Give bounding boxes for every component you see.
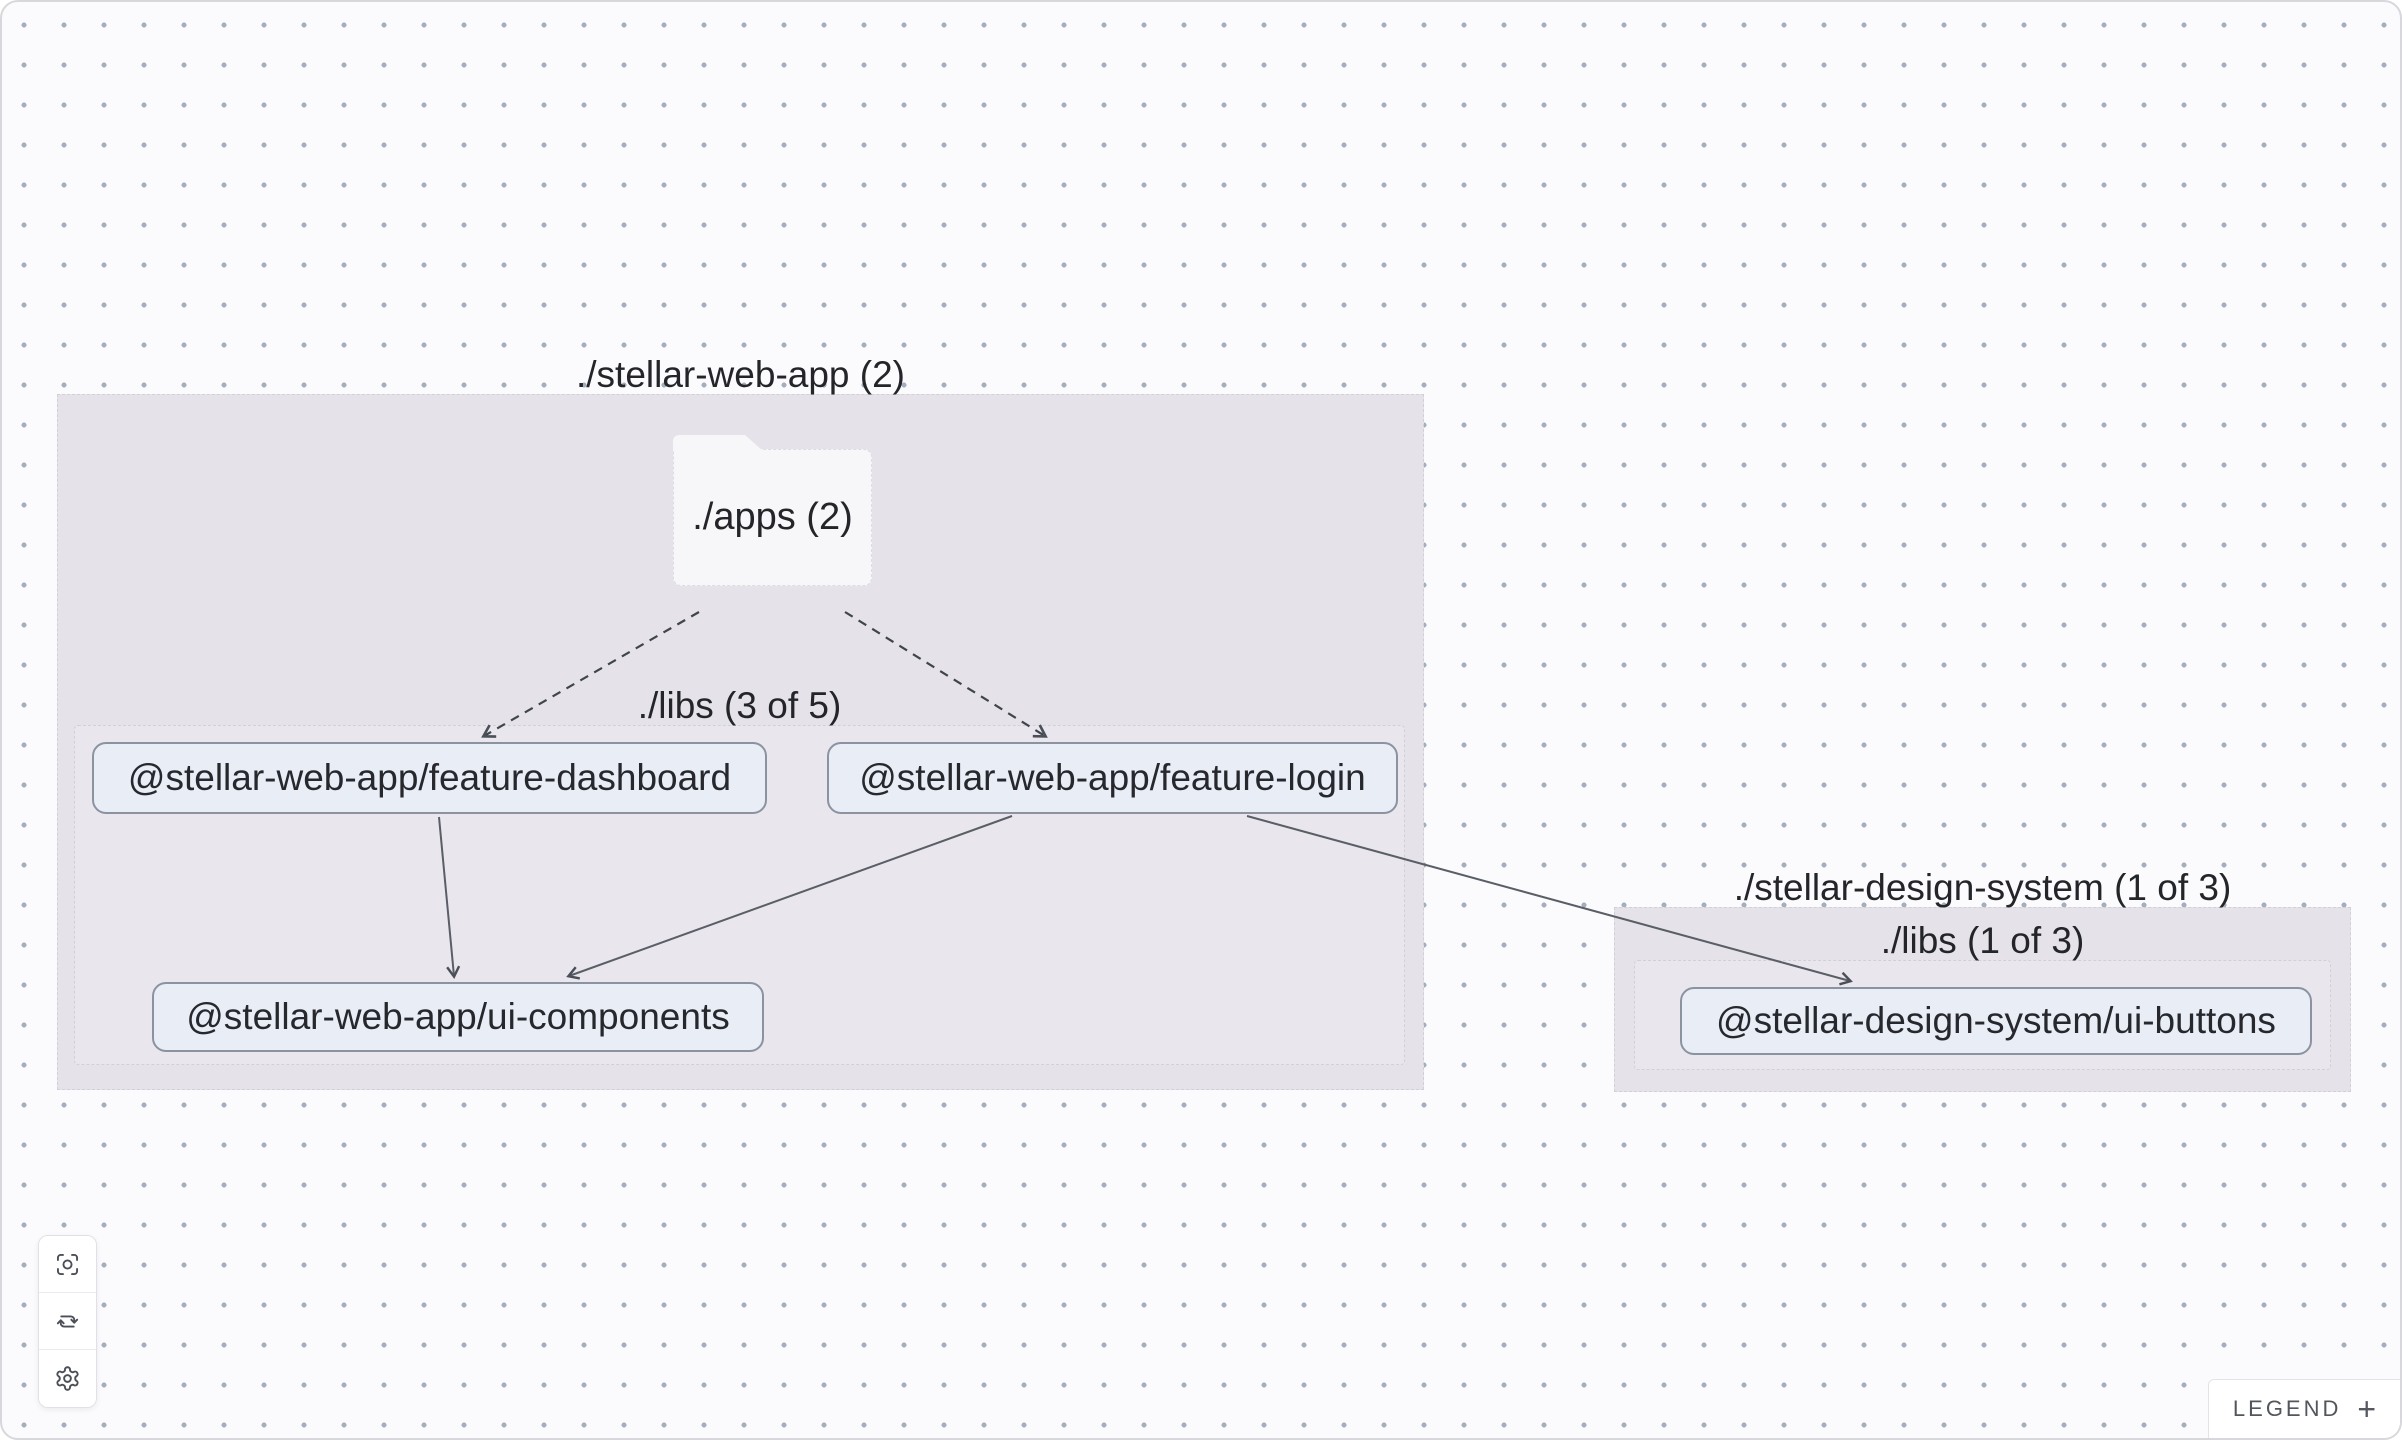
settings-button[interactable] <box>39 1350 96 1407</box>
node-ui-buttons[interactable]: @stellar-design-system/ui-buttons <box>1680 987 2312 1055</box>
folder-node-apps[interactable]: ./apps (2) <box>673 449 872 586</box>
node-label: @stellar-web-app/feature-dashboard <box>127 757 732 798</box>
node-feature-dashboard[interactable]: @stellar-web-app/feature-dashboard <box>92 742 767 814</box>
group-label-stellar-web-app: ./stellar-web-app (2) <box>575 354 905 395</box>
group-label-stellar-design-system: ./stellar-design-system (1 of 3) <box>1733 867 2232 908</box>
focus-icon <box>56 1253 79 1275</box>
node-label: @stellar-design-system/ui-buttons <box>1716 1000 2276 1041</box>
legend-toggle-button[interactable]: LEGEND + <box>2208 1379 2400 1438</box>
node-ui-components[interactable]: @stellar-web-app/ui-components <box>152 982 764 1052</box>
refresh-cycle-icon <box>56 1314 79 1328</box>
node-feature-login[interactable]: @stellar-web-app/feature-login <box>827 742 1398 814</box>
center-graph-button[interactable] <box>39 1236 96 1293</box>
plus-icon: + <box>2357 1390 2377 1427</box>
folder-label: ./apps (2) <box>692 496 853 538</box>
node-label: @stellar-web-app/ui-components <box>186 996 730 1037</box>
node-label: @stellar-web-app/feature-login <box>859 757 1366 798</box>
group-label-design-system-libs: ./libs (1 of 3) <box>1880 920 2085 961</box>
gear-icon <box>56 1366 79 1391</box>
legend-label: LEGEND <box>2232 1396 2342 1421</box>
group-label-web-app-libs: ./libs (3 of 5) <box>637 685 842 726</box>
graph-toolbar <box>38 1235 97 1408</box>
refresh-graph-button[interactable] <box>39 1293 96 1350</box>
